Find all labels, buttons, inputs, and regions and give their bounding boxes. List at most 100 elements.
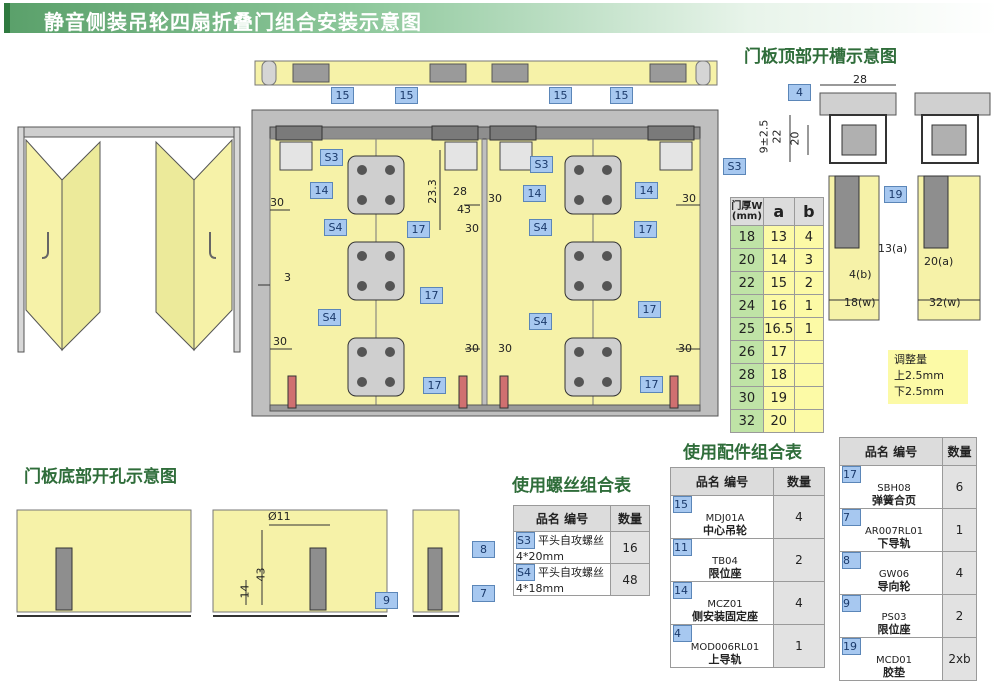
screw-id: S3: [516, 532, 535, 549]
dim-43: 43: [457, 203, 471, 216]
part-qty: 4: [942, 551, 977, 595]
thickness-cell: 25: [730, 317, 764, 341]
dim-30: 30: [270, 196, 284, 209]
callout-s3: S3: [320, 149, 343, 166]
callout-s3: S3: [723, 158, 746, 175]
dim-13a: 13(a): [878, 242, 908, 255]
part-name: 下导轨: [877, 537, 911, 550]
parts1-col-qty: 数量: [773, 467, 825, 496]
b-cell: [793, 340, 825, 364]
thickness-cell: 26: [730, 340, 764, 364]
a-cell: 16.5: [762, 317, 795, 341]
callout-19: 19: [884, 186, 907, 203]
part-name: 限位座: [877, 623, 911, 636]
callout-17: 17: [638, 301, 661, 318]
title-accent: [4, 3, 10, 33]
dim-30: 30: [465, 222, 479, 235]
callout-8: 8: [472, 541, 495, 558]
part-id: 11: [673, 539, 692, 556]
dim-30: 30: [498, 342, 512, 355]
folding-door-perspective: [17, 126, 241, 353]
col-b: b: [793, 197, 825, 226]
dim-20a: 20(a): [924, 255, 954, 268]
front-elevation: [251, 109, 719, 417]
installation-drawing: [16, 60, 991, 617]
screw-id: S4: [516, 564, 535, 581]
b-cell: 1: [793, 294, 825, 318]
part-qty: 4: [773, 581, 825, 625]
screws-col-qty: 数量: [610, 505, 650, 532]
callout-14: 14: [310, 182, 333, 199]
thickness-cell: 18: [730, 225, 764, 249]
thickness-cell: 28: [730, 363, 764, 387]
adjust-note-up: 上2.5mm: [894, 369, 944, 382]
dim-9-2-5: 9±2.5: [757, 119, 771, 154]
dim-22: 22: [770, 129, 784, 144]
a-cell: 15: [762, 271, 795, 295]
screw-name: 平头自攻螺丝 4*20mm: [516, 534, 604, 563]
a-cell: 17: [762, 340, 795, 364]
b-cell: [793, 409, 825, 433]
screw-qty: 48: [610, 563, 650, 596]
screw-name: 平头自攻螺丝 4*18mm: [516, 566, 604, 595]
dim-diameter-11: Ø11: [268, 510, 291, 523]
col-thickness: 门厚W (mm): [730, 197, 764, 226]
a-cell: 18: [762, 363, 795, 387]
callout-s4: S4: [324, 219, 347, 236]
part-code: PS03: [881, 612, 907, 623]
part-name: 侧安装固定座: [692, 610, 758, 623]
thickness-cell: 24: [730, 294, 764, 318]
screw-qty: 16: [610, 531, 650, 564]
a-cell: 16: [762, 294, 795, 318]
dim-30: 30: [465, 342, 479, 355]
callout-15: 15: [331, 87, 354, 104]
heading-parts-table: 使用配件组合表: [683, 443, 802, 463]
dim-20: 20: [788, 131, 802, 146]
callout-s3: S3: [530, 156, 553, 173]
dim-18w: 18(w): [844, 296, 876, 309]
groove-detail: [789, 84, 991, 321]
part-id: 9: [842, 595, 861, 612]
adjust-note: 调整量 上2.5mm 下2.5mm: [888, 350, 968, 404]
part-qty: 2: [942, 594, 977, 638]
dim-30: 30: [682, 192, 696, 205]
col-a: a: [762, 197, 795, 226]
adjust-note-title: 调整量: [894, 353, 927, 366]
part-code: GW06: [878, 569, 910, 580]
callout-14: 14: [635, 182, 658, 199]
a-cell: 14: [762, 248, 795, 272]
callout-17: 17: [634, 221, 657, 238]
dim-23-3: 23.3: [425, 179, 439, 204]
part-id: 4: [673, 625, 692, 642]
title-bar: [4, 3, 998, 33]
b-cell: 2: [793, 271, 825, 295]
part-id: 7: [842, 509, 861, 526]
a-cell: 20: [762, 409, 795, 433]
